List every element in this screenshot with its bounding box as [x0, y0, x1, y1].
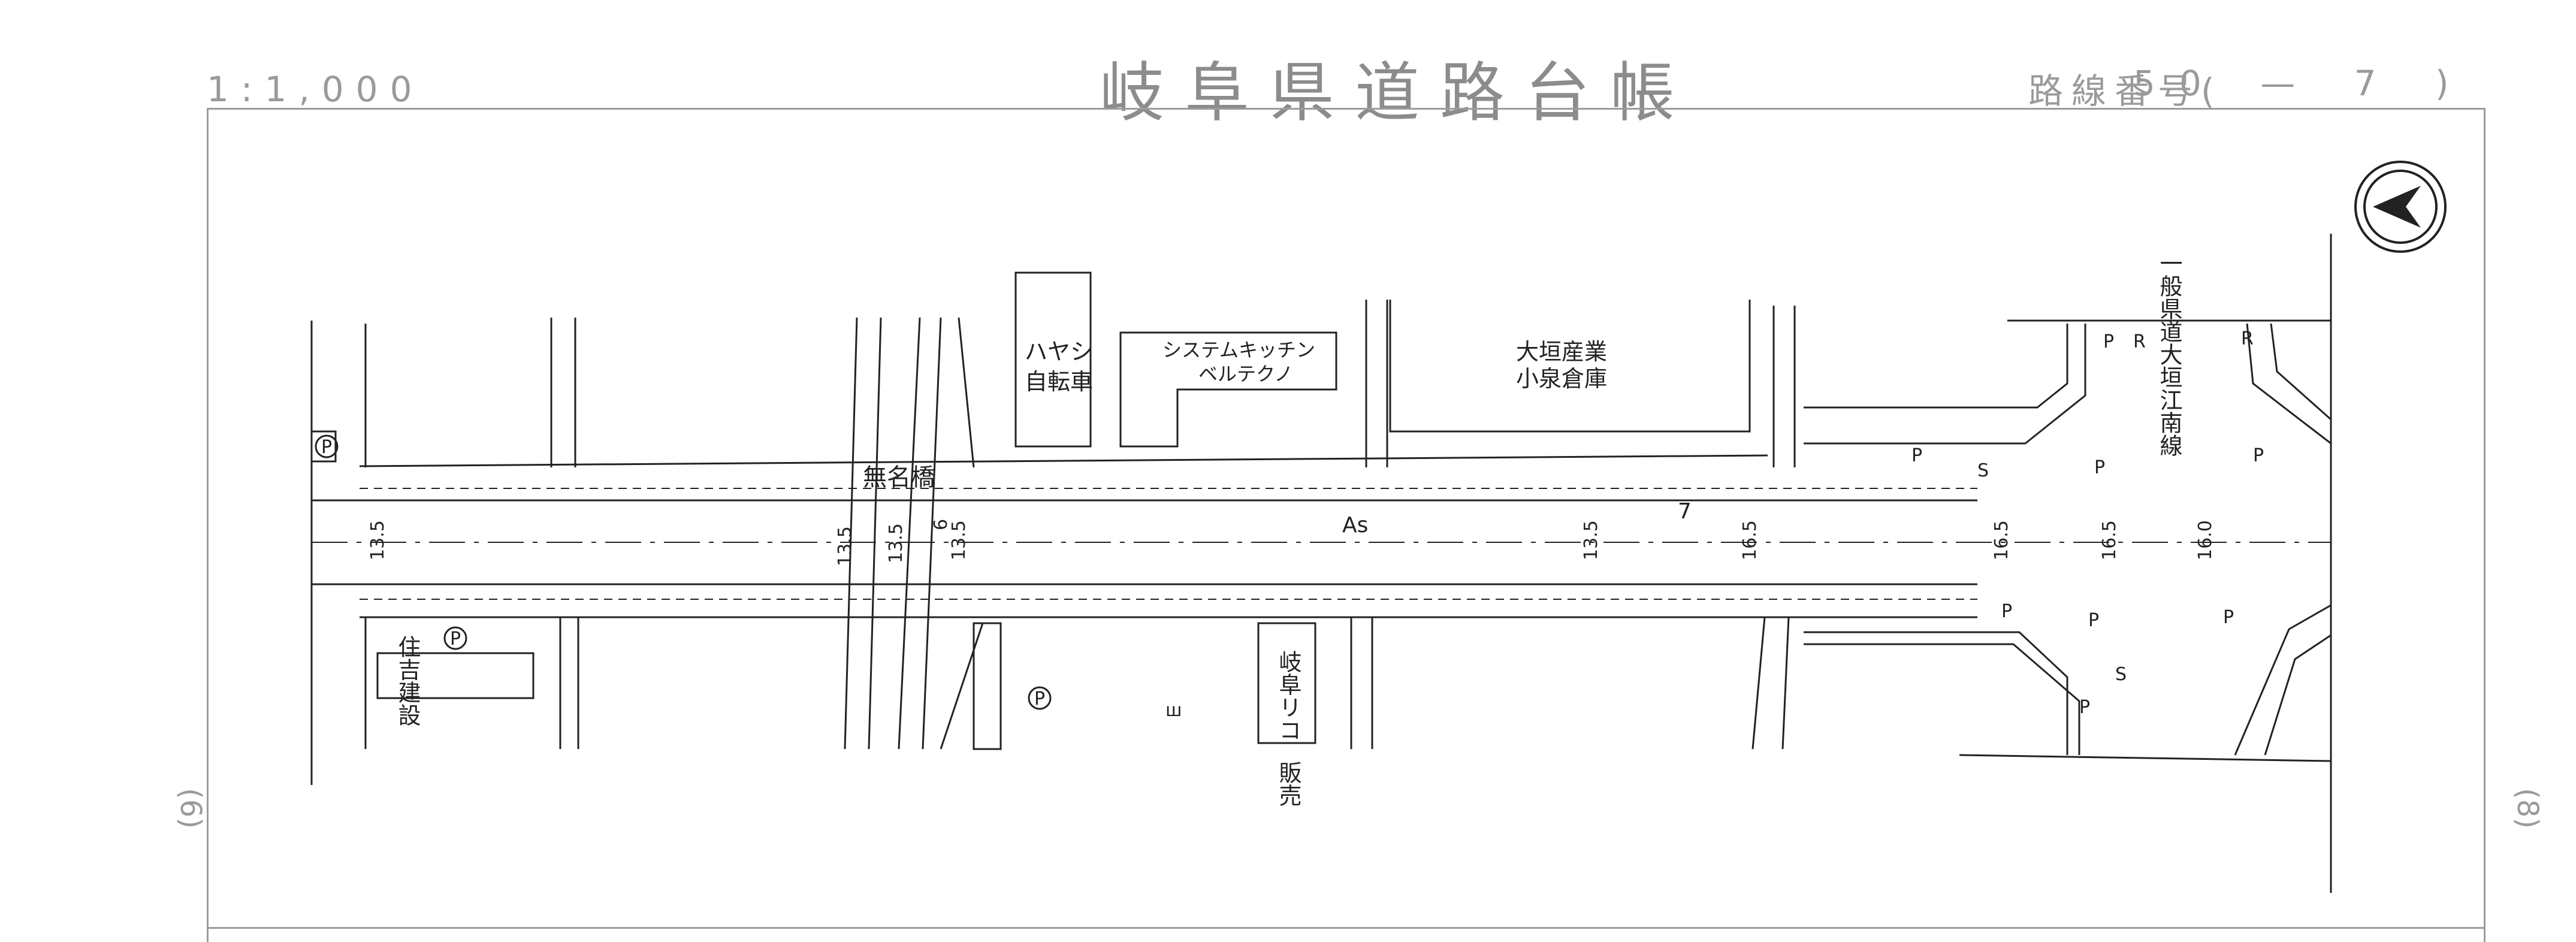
parking-symbol: P	[2001, 601, 2012, 622]
label-system-kitchen-1: システムキッチン	[1162, 339, 1315, 361]
label-hayashi-1: ハヤシ	[1025, 339, 1093, 365]
parking-symbol: P	[2094, 457, 2105, 478]
label-gifu-ricoh-1: 岐阜リコ	[1275, 650, 1301, 741]
frame-bottom-line	[207, 927, 2484, 929]
frame-top-line	[207, 108, 2484, 110]
label-gifu-ricoh-2: 販売	[1275, 761, 1301, 807]
label-prefectural-road: 一般県道大垣江南線	[2156, 252, 2182, 457]
width-label: 16.5	[1740, 520, 1760, 560]
parking-symbol: P	[1911, 445, 1922, 466]
width-label: 13.5	[835, 526, 856, 566]
road-symbol: R	[2241, 328, 2254, 349]
width-label: 13.5	[949, 520, 970, 560]
width-label: 13.5	[367, 520, 388, 560]
parking-symbol: P	[2223, 607, 2234, 628]
signal-symbol: S	[2115, 664, 2127, 685]
label-hayashi-2: 自転車	[1025, 369, 1093, 395]
label-route-sub: 7	[1678, 499, 1692, 524]
width-label: 6	[931, 519, 952, 530]
page-number-left: (6)	[174, 788, 207, 829]
route-number-label: 路線番号(	[2028, 71, 2223, 111]
parking-symbol: P	[2103, 331, 2114, 352]
label-system-kitchen-2: ベルテクノ	[1198, 363, 1293, 385]
parking-symbol: P	[2079, 697, 2090, 718]
parking-symbol: P	[450, 629, 461, 650]
frame-right-line	[2484, 108, 2486, 942]
width-label: 16.0	[2195, 520, 2216, 560]
width-label: 16.5	[1991, 520, 2012, 560]
width-label: 16.5	[2099, 520, 2120, 560]
scale-label: 1:1,000	[207, 69, 424, 110]
route-number: 50 — 7 )	[2133, 63, 2473, 104]
label-bridge: 無名橋	[863, 464, 935, 491]
width-label: 13.5	[886, 523, 907, 563]
ledger-title: 岐阜県道路台帳	[1100, 56, 1696, 131]
parking-symbol: P	[2088, 610, 2099, 631]
road-symbol: R	[2133, 331, 2146, 352]
signal-symbol: S	[1977, 460, 1989, 481]
parking-symbol: P	[321, 437, 332, 458]
frame-left-line	[207, 108, 209, 942]
field-symbol: ш	[1165, 700, 1182, 721]
label-ogaki-sangyo-2: 小泉倉庫	[1516, 366, 1607, 392]
label-sumiyoshi: 住吉建設	[394, 635, 421, 726]
width-label: 13.5	[1581, 520, 1602, 560]
label-ogaki-sangyo-1: 大垣産業	[1516, 339, 1607, 365]
parking-symbol: P	[1034, 689, 1045, 709]
page-number-right: (8)	[2511, 788, 2544, 829]
label-pavement: As	[1342, 513, 1368, 538]
parking-symbol: P	[2253, 445, 2264, 466]
